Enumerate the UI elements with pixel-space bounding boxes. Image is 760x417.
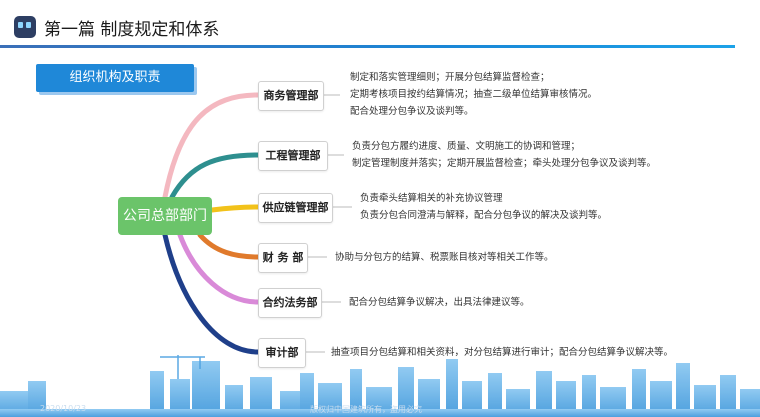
robot-logo-icon xyxy=(14,16,36,38)
city-skyline-illustration xyxy=(0,355,760,417)
branch-line-2 xyxy=(209,204,261,213)
root-node: 公司总部部门 xyxy=(118,197,212,235)
dept-desc-audit: 抽查项目分包结算和相关资料，对分包结算进行审计；配合分包结算争议解决等。 xyxy=(331,344,673,361)
section-tag: 组织机构及职责 xyxy=(36,64,194,92)
branch-line-1 xyxy=(169,152,261,200)
dept-desc-engineering: 负责分包方履约进度、质量、文明施工的协调和管理； 制定管理制度并落实；定期开展监… xyxy=(352,138,656,172)
dept-node-supply-chain: 供应链管理部 xyxy=(258,193,333,223)
branch-line-3 xyxy=(197,232,261,260)
dept-node-business: 商务管理部 xyxy=(258,81,324,111)
branch-line-4 xyxy=(177,232,261,305)
header-bar: 第一篇 制度规定和体系 xyxy=(0,0,760,52)
desc-line: 协助与分包方的结算、税票账目核对等相关工作等。 xyxy=(335,252,554,263)
dept-desc-supply-chain: 负责牵头结算相关的补充协议管理 负责分包合同澄清与解释，配合分包争议的解决及谈判… xyxy=(360,190,607,224)
desc-line: 制定和落实管理细则；开展分包结算监督检查； xyxy=(350,72,550,83)
header-divider xyxy=(0,45,735,48)
footer-copyright: 版权归中国建筑所有，盗用必究 xyxy=(310,405,422,414)
page-title: 第一篇 制度规定和体系 xyxy=(44,20,220,40)
desc-line: 负责分包合同澄清与解释，配合分包争议的解决及谈判等。 xyxy=(360,210,608,221)
desc-line: 定期考核项目按约结算情况；抽查二级单位结算审核情况。 xyxy=(350,89,598,100)
dept-node-finance: 财 务 部 xyxy=(258,243,308,273)
desc-line: 配合分包结算争议解决，出具法律建议等。 xyxy=(349,297,530,308)
dept-desc-finance: 协助与分包方的结算、税票账目核对等相关工作等。 xyxy=(335,249,554,266)
branch-line-5 xyxy=(162,232,261,355)
dept-node-engineering: 工程管理部 xyxy=(258,141,328,171)
dept-desc-legal: 配合分包结算争议解决，出具法律建议等。 xyxy=(349,294,530,311)
footer-date: 2020/10/23 xyxy=(40,404,87,413)
desc-line: 负责牵头结算相关的补充协议管理 xyxy=(360,193,503,204)
dept-node-audit: 审计部 xyxy=(258,338,306,368)
desc-line: 负责分包方履约进度、质量、文明施工的协调和管理； xyxy=(352,141,581,152)
desc-line: 制定管理制度并落实；定期开展监督检查；牵头处理分包争议及谈判等。 xyxy=(352,158,657,169)
dept-node-legal: 合约法务部 xyxy=(258,288,322,318)
branch-line-0 xyxy=(162,92,261,200)
desc-line: 抽查项目分包结算和相关资料，对分包结算进行审计；配合分包结算争议解决等。 xyxy=(331,347,674,358)
dept-desc-business: 制定和落实管理细则；开展分包结算监督检查； 定期考核项目按约结算情况；抽查二级单… xyxy=(350,69,597,120)
desc-line: 配合处理分包争议及谈判等。 xyxy=(350,106,474,117)
